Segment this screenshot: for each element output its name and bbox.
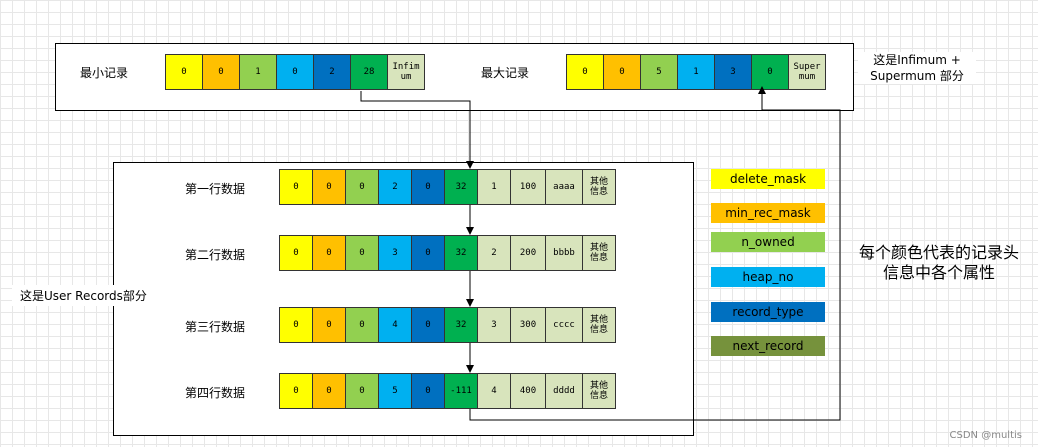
row-label: 第三行数据	[185, 320, 246, 334]
row-cell: 300	[510, 307, 546, 343]
row-cell: 0	[411, 235, 445, 271]
row-cell: 32	[444, 307, 478, 343]
max-record-cell: 3	[714, 54, 752, 90]
max-record-label: 最大记录	[481, 66, 530, 80]
row-cell: 0	[279, 307, 313, 343]
row-cell: 其他信息	[582, 307, 616, 343]
row-cell: 其他信息	[582, 169, 616, 205]
max-record-cell: 0	[603, 54, 641, 90]
row-cell: 2	[477, 235, 511, 271]
max-record-cell: 0	[751, 54, 789, 90]
row-cell: aaaa	[545, 169, 583, 205]
row-cell: 4	[378, 307, 412, 343]
row-cell: 400	[510, 373, 546, 409]
watermark: CSDN @multis	[949, 430, 1022, 441]
legend-item: min_rec_mask	[711, 203, 825, 223]
row-cell: dddd	[545, 373, 583, 409]
row-cell: 0	[411, 373, 445, 409]
row-cell: 200	[510, 235, 546, 271]
legend-item: delete_mask	[711, 169, 825, 189]
max-record-cell: 1	[677, 54, 715, 90]
min-record-cell: 0	[165, 54, 203, 90]
row-label: 第一行数据	[185, 182, 246, 196]
row-cell: 0	[312, 169, 346, 205]
row-cell: 0	[345, 169, 379, 205]
infimum-supremum-note: 这是Infimum +Supermum 部分	[858, 52, 976, 84]
row-cell: cccc	[545, 307, 583, 343]
legend-item: n_owned	[711, 232, 825, 252]
legend-item: next_record	[711, 336, 825, 356]
max-record-cell: 5	[640, 54, 678, 90]
row-cell: bbbb	[545, 235, 583, 271]
row-cell: 0	[345, 235, 379, 271]
min-record-cell: 0	[202, 54, 240, 90]
row-cell: 0	[411, 307, 445, 343]
min-record-cell: 0	[276, 54, 314, 90]
row-cell: 0	[345, 373, 379, 409]
min-record-label: 最小记录	[80, 66, 129, 80]
row-cell: 0	[312, 373, 346, 409]
row-cell: 100	[510, 169, 546, 205]
row-cell: 其他信息	[582, 373, 616, 409]
row-cell: 其他信息	[582, 235, 616, 271]
user-records-note: 这是User Records部分	[12, 285, 155, 306]
row-cell: 0	[312, 235, 346, 271]
min-record-cell: 28	[350, 54, 388, 90]
row-cell: 2	[378, 169, 412, 205]
legend-item: heap_no	[711, 267, 825, 287]
row-cell: 1	[477, 169, 511, 205]
row-cell: 0	[345, 307, 379, 343]
row-cell: 3	[477, 307, 511, 343]
max-record-cell: 0	[566, 54, 604, 90]
row-cell: 32	[444, 235, 478, 271]
row-cell: -111	[444, 373, 478, 409]
row-cell: 0	[279, 169, 313, 205]
row-cell: 5	[378, 373, 412, 409]
row-label: 第二行数据	[185, 248, 246, 262]
row-cell: 3	[378, 235, 412, 271]
min-record-cell: 2	[313, 54, 351, 90]
row-cell: 0	[411, 169, 445, 205]
row-cell: 0	[312, 307, 346, 343]
row-cell: 0	[279, 373, 313, 409]
row-label: 第四行数据	[185, 386, 246, 400]
row-cell: 32	[444, 169, 478, 205]
legend-item: record_type	[711, 302, 825, 322]
min-record-cell: 1	[239, 54, 277, 90]
legend-note: 每个颜色代表的记录头信息中各个属性	[858, 243, 1019, 282]
row-cell: 0	[279, 235, 313, 271]
row-cell: 4	[477, 373, 511, 409]
